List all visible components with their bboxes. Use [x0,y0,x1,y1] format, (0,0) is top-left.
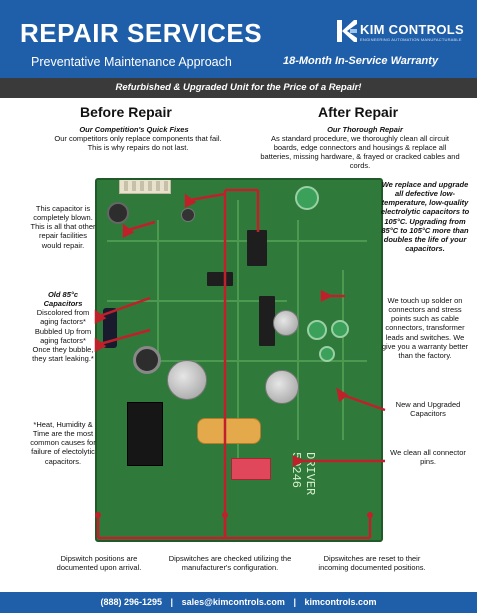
footer-phone: (888) 296-1295 [100,597,163,607]
footer-separator-1: | [170,597,174,607]
dipswitch-checked-note: Dipswitches are checked utilizing the ma… [168,554,292,573]
header-bar: REPAIR SERVICES Preventative Maintenance… [0,0,477,78]
before-subtitle: Our Competition's Quick Fixes [79,125,189,134]
blown-capacitor [107,202,129,224]
logo-tagline: ENGINEERING AUTOMATION MANUFACTURABLE [360,37,462,42]
footer-website[interactable]: kimcontrols.com [304,597,377,607]
blown-capacitor-note: This capacitor is completely blown. This… [30,204,96,250]
promo-banner: Refurbished & Upgraded Unit for the Pric… [0,78,477,98]
page-title: REPAIR SERVICES [20,18,263,48]
before-body: Our competitors only replace components … [54,134,222,153]
footer-bar: (888) 296-1295 | sales@kimcontrols.com |… [0,592,477,613]
footer-email[interactable]: sales@kimcontrols.com [181,597,285,607]
new-capacitors-note: New and Upgraded Capacitors [395,400,461,419]
tantalum-capacitor [197,418,261,444]
after-title: After Repair [318,104,399,120]
circuit-board-image: DRIVER 50246 [95,178,383,542]
old-capacitors-body: Discolored from aging factors* Bubbled U… [32,308,94,363]
company-logo: KIM CONTROLS ENGINEERING AUTOMATION MANU… [336,18,464,44]
edge-connector [119,180,171,194]
driver-label: DRIVER 50246 [289,452,317,496]
capacitor-upgrade-note: We replace and upgrade all defective low… [380,180,470,253]
page-subtitle: Preventative Maintenance Approach [31,55,232,69]
after-body: As standard procedure, we thoroughly cle… [260,134,460,171]
heatsink-block [127,402,163,466]
dipswitch-reset-note: Dipswitches are reset to their incoming … [318,554,426,573]
dipswitch-block [231,458,271,480]
footer-separator-2: | [293,597,296,607]
after-subtitle: Our Thorough Repair [327,125,403,134]
kim-logo-icon [337,20,357,42]
old-capacitors-note: Old 85°c Capacitors Discolored from agin… [32,290,94,363]
dipswitch-documented-note: Dipswitch positions are documented upon … [56,554,142,573]
solder-warranty-note: We touch up solder on connectors and str… [381,296,469,360]
logo-name: KIM CONTROLS [360,22,464,37]
old-capacitors-title: Old 85°c Capacitors [43,290,83,309]
before-title: Before Repair [80,104,172,120]
failure-causes-note: *Heat, Humidity & Time are the most comm… [30,420,96,466]
warranty-text: 18-Month In-Service Warranty [283,55,439,67]
connector-pins-note: We clean all connector pins. [390,448,466,467]
